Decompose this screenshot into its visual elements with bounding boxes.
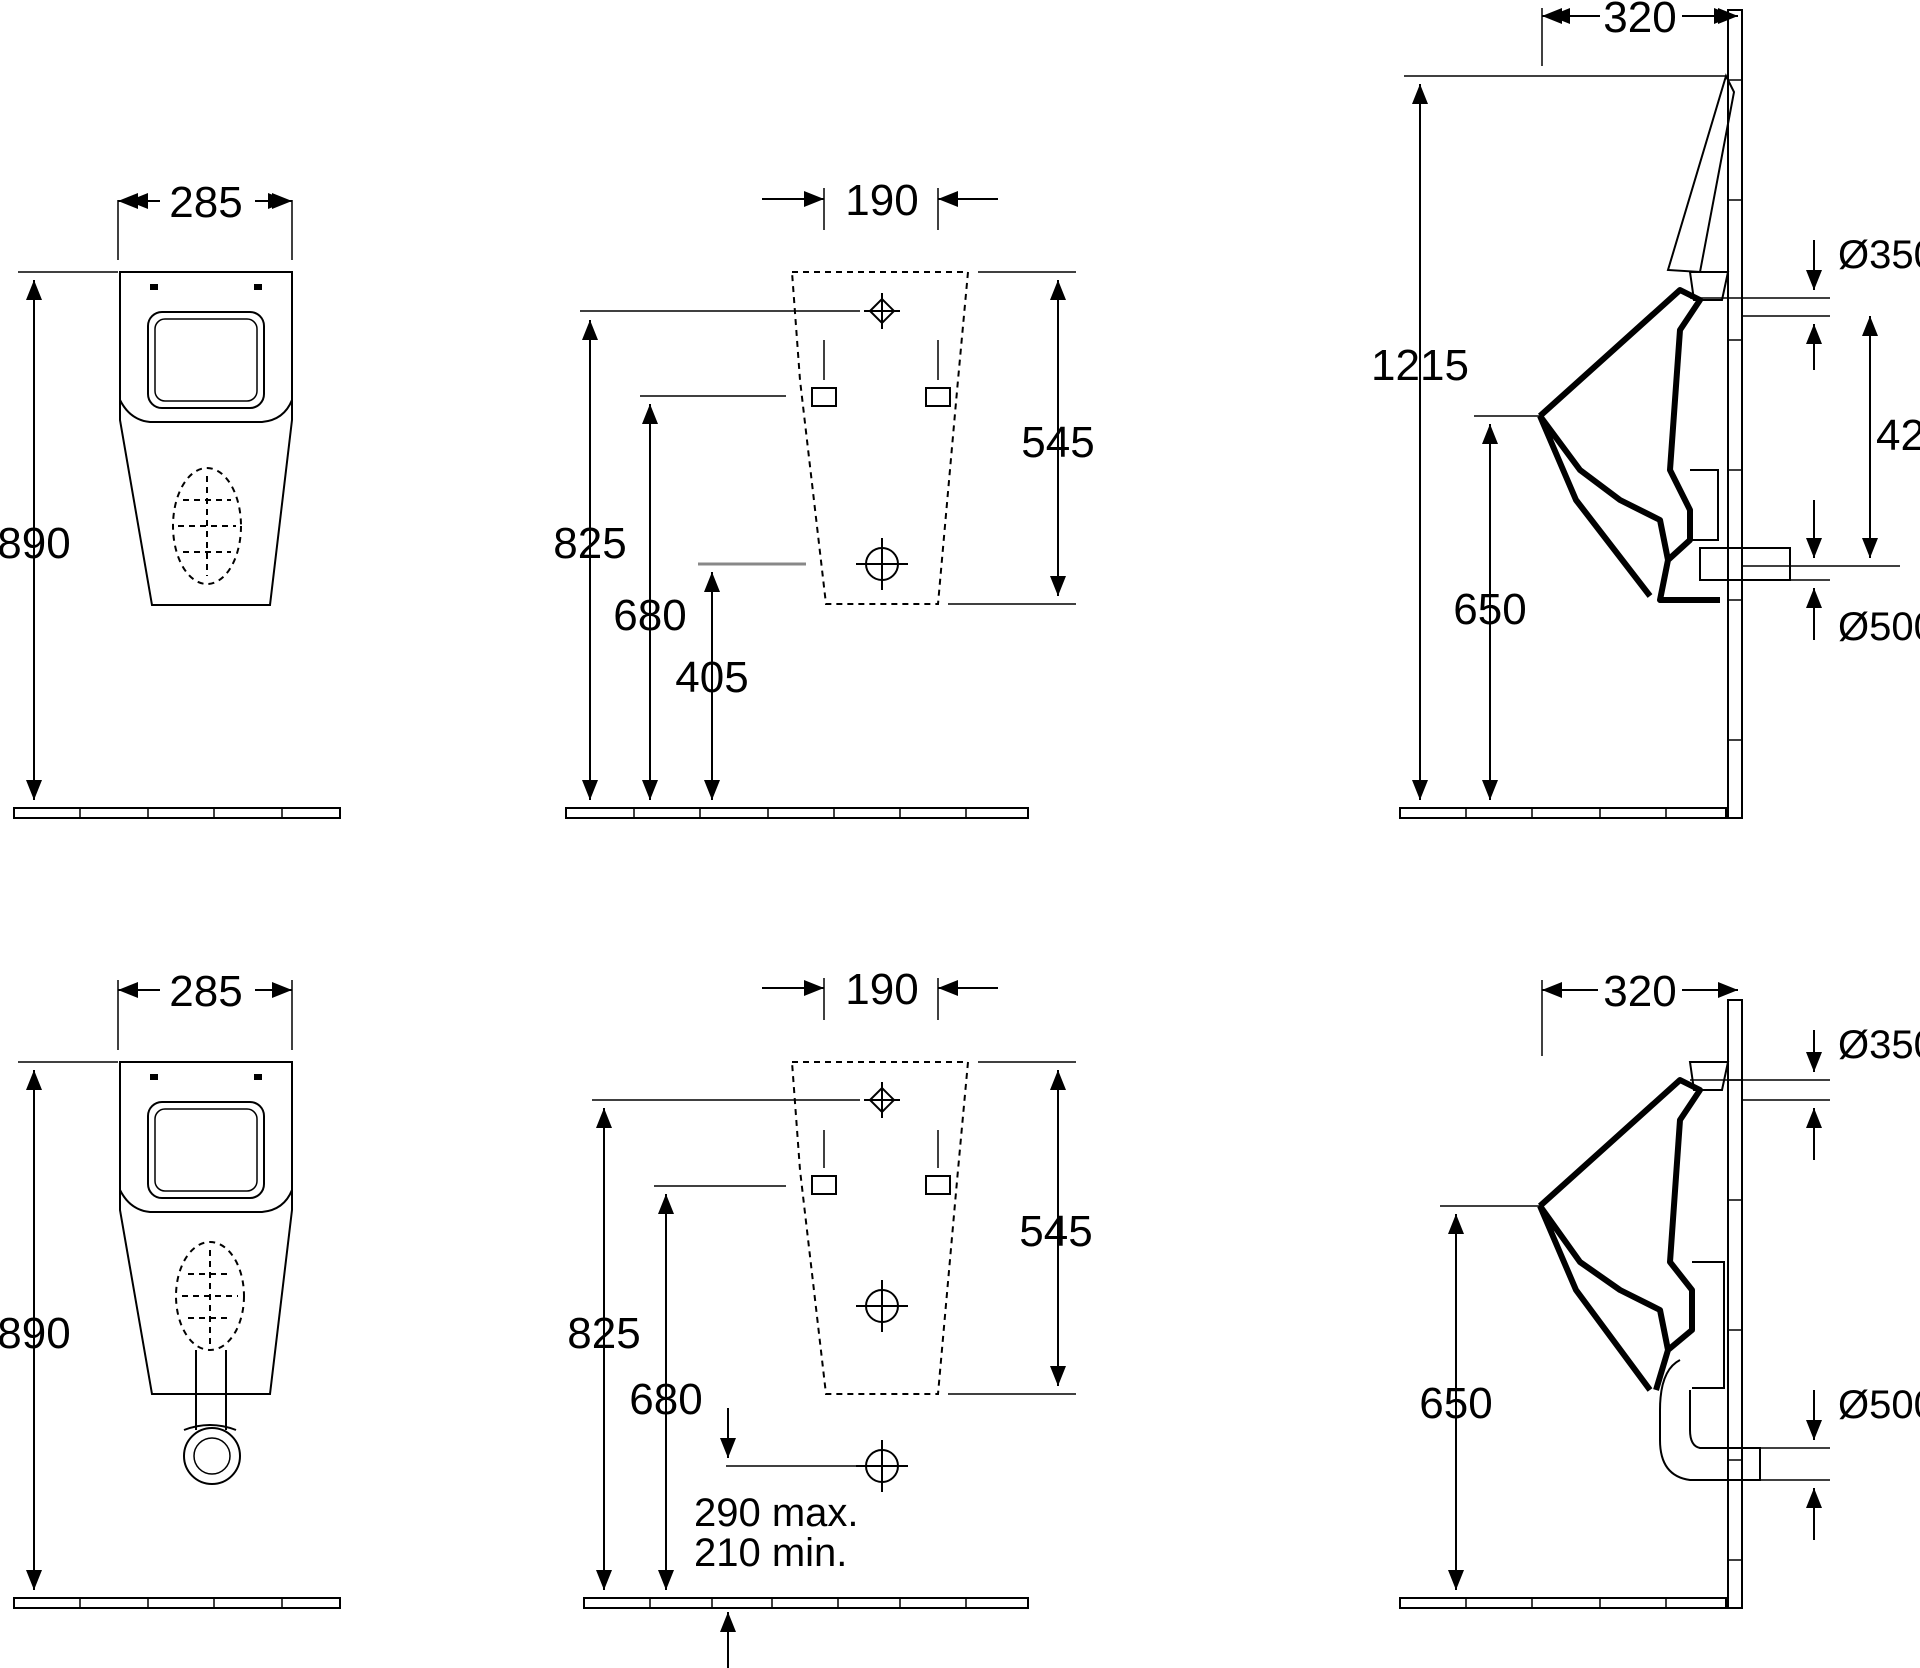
total-height-label: 1215	[1371, 341, 1469, 390]
front-view-top: 285 890	[0, 178, 341, 819]
floor-line	[1399, 807, 1727, 819]
front-height-label: 890	[0, 519, 71, 568]
trap-pipe	[1659, 1359, 1761, 1481]
side-fixing-label: 680	[629, 1375, 702, 1424]
outlet-diameter-label: Ø500	[1838, 605, 1920, 649]
trap-bottom	[183, 1427, 241, 1485]
top-fixing-label: 825	[567, 1309, 640, 1358]
mounting-view-top: 190 545 825 680 405	[553, 176, 1095, 819]
wall	[1727, 9, 1743, 819]
rim-height-label: 650	[1453, 585, 1526, 634]
floor-line	[1399, 1597, 1727, 1609]
front-view-bottom: 285 890	[0, 967, 341, 1609]
trap-pipe	[195, 1350, 227, 1430]
mounting-view-bottom: 190 545 825 680 290 max. 210 min.	[567, 965, 1093, 1668]
bowl-outline	[119, 1061, 293, 1395]
fixing-spacing-label: 190	[845, 965, 918, 1014]
inlet-diameter-label: Ø350	[1838, 1023, 1920, 1067]
floor-line	[583, 1597, 1029, 1609]
flush-cover	[1666, 73, 1736, 274]
front-width-label: 285	[169, 967, 242, 1016]
front-height-label: 890	[0, 1309, 71, 1358]
side-view-top: 320 1215 650 Ø350 420 Ø500	[1371, 0, 1920, 819]
floor-line	[565, 807, 1029, 819]
trap-max-label: 290 max.	[694, 1491, 859, 1535]
drain-grate	[175, 1241, 245, 1351]
side-depth-label: 320	[1603, 967, 1676, 1016]
back-profile	[790, 271, 970, 605]
rim-height-label: 650	[1419, 1379, 1492, 1428]
outlet-diameter-label: Ø500	[1838, 1383, 1920, 1427]
top-fixing-label: 825	[553, 519, 626, 568]
floor-line	[13, 807, 341, 819]
wall	[1727, 999, 1743, 1609]
offset-label: 420	[1876, 411, 1920, 460]
bowl-outline	[119, 271, 293, 606]
fixing-spacing-label: 190	[845, 176, 918, 225]
drain-grate	[172, 467, 242, 585]
front-width-label: 285	[169, 178, 242, 227]
floor-line	[13, 1597, 341, 1609]
urinal-body	[1537, 1077, 1703, 1392]
side-fixing-label: 680	[613, 591, 686, 640]
back-height-label: 545	[1021, 418, 1094, 467]
back-profile	[790, 1061, 970, 1395]
back-height-label: 545	[1019, 1207, 1092, 1256]
side-depth-label: 320	[1603, 0, 1676, 42]
urinal-body	[1537, 287, 1720, 603]
outlet-height-label: 405	[675, 653, 748, 702]
inlet-diameter-label: Ø350	[1838, 233, 1920, 277]
trap-min-label: 210 min.	[694, 1531, 847, 1575]
side-view-bottom: 320 650 Ø350 Ø500	[1399, 967, 1920, 1609]
